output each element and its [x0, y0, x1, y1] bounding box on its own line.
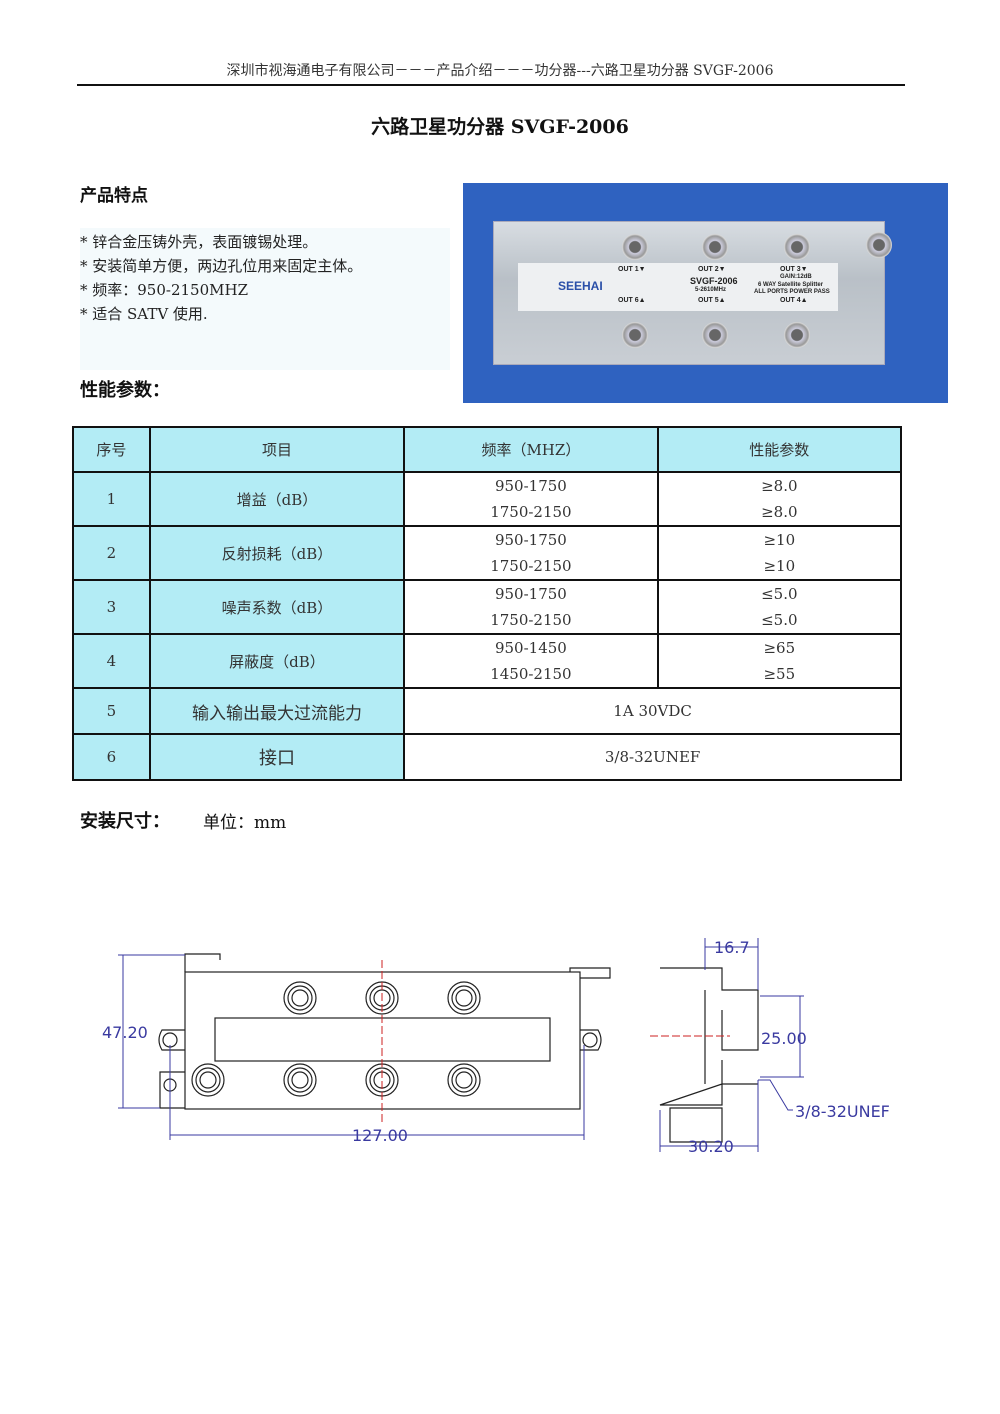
dim-width: 127.00	[352, 1126, 408, 1145]
cell-no: 3	[72, 579, 151, 635]
table-row: 6 接口 3/8-32UNEF	[72, 733, 902, 781]
page-title: 六路卫星功分器 SVGF-2006	[371, 116, 629, 138]
column-header: 频率（MHZ）	[403, 426, 659, 473]
cell-value: ≥10≥10	[656, 525, 903, 581]
port-label: OUT 4▲	[780, 297, 808, 304]
cell-item: 反射损耗（dB）	[148, 525, 406, 581]
connector-port	[455, 1071, 473, 1089]
brand-label: SEEHAI	[558, 279, 603, 293]
cell-value: ≤5.0≤5.0	[656, 579, 903, 635]
header-divider	[77, 84, 905, 86]
desc-label: ALL PORTS POWER PASS	[754, 289, 830, 295]
page-header-breadcrumb: 深圳市视海通电子有限公司－－－产品介绍－－－功分器---六路卫星功分器 SVGF…	[226, 63, 774, 79]
port-label: OUT 5▲	[698, 297, 726, 304]
cell-no: 1	[72, 471, 151, 527]
cell-no: 2	[72, 525, 151, 581]
features-box	[80, 228, 450, 370]
cell-item: 噪声系数（dB）	[148, 579, 406, 635]
connector-port	[199, 1071, 217, 1089]
port-label: OUT 6▲	[618, 297, 646, 304]
dim-connector: 3/8-32UNEF	[795, 1102, 890, 1121]
cell-item: 屏蔽度（dB）	[148, 633, 406, 689]
gain-label: GAIN:12dB	[780, 274, 812, 280]
dim-depth-top: 16.7	[714, 938, 750, 957]
port-label: OUT 3▼	[780, 266, 808, 273]
cell-no: 6	[72, 733, 151, 781]
cell-no: 5	[72, 687, 151, 735]
unit-label: 单位：mm	[203, 813, 287, 833]
cell-item: 增益（dB）	[148, 471, 406, 527]
features-heading: 产品特点	[80, 186, 148, 206]
cell-merged: 1A 30VDC	[403, 687, 902, 735]
cell-no: 4	[72, 633, 151, 689]
connector-port	[291, 1071, 309, 1089]
port-label: OUT 1▼	[618, 266, 646, 273]
cell-value: ≥65≥55	[656, 633, 903, 689]
freq-label: 5-2610MHz	[695, 287, 727, 293]
column-header: 序号	[72, 426, 151, 473]
connector-port	[283, 1063, 317, 1097]
connector-port	[287, 985, 313, 1011]
connector-port	[291, 989, 309, 1007]
specs-heading: 性能参数：	[80, 380, 170, 401]
feature-item: * 锌合金压铸外壳，表面镀锡处理。	[80, 233, 318, 251]
connector-port	[451, 985, 477, 1011]
connector-port	[195, 1067, 221, 1093]
desc-label: 6 WAY Satellite Splitter	[758, 282, 824, 288]
cell-item: 接口	[148, 733, 406, 781]
feature-item: * 安装简单方便，两边孔位用来固定主体。	[80, 257, 363, 275]
dim-height: 47.20	[102, 1023, 148, 1042]
column-header: 项目	[148, 426, 406, 473]
cell-item: 输入输出最大过流能力	[148, 687, 406, 735]
dim-depth: 30.20	[688, 1137, 734, 1156]
dimension-drawing: 47.20 127.00 16.7 25.00 3/8-32UNEF 30.20	[102, 938, 890, 1156]
connector-port	[191, 1063, 225, 1097]
model-label: SVGF-2006	[690, 276, 738, 286]
connector-port	[283, 981, 317, 1015]
cell-merged: 3/8-32UNEF	[403, 733, 902, 781]
cell-value: ≥8.0≥8.0	[656, 471, 903, 527]
connector-port	[447, 981, 481, 1015]
connector-port	[287, 1067, 313, 1093]
product-photo: SEEHAI OUT 1▼ OUT 2▼ OUT 3▼ SVGF-2006 5-…	[463, 183, 948, 403]
connector-port	[365, 1063, 399, 1097]
port-label: OUT 2▼	[698, 266, 726, 273]
connector-port	[451, 1067, 477, 1093]
dim-spacing: 25.00	[761, 1029, 807, 1048]
install-heading: 安装尺寸：	[80, 811, 170, 832]
connector-port	[447, 1063, 481, 1097]
feature-item: * 频率：950-2150MHZ	[80, 281, 249, 299]
column-header: 性能参数	[656, 426, 903, 473]
connector-port	[455, 989, 473, 1007]
table-row: 5 输入输出最大过流能力 1A 30VDC	[72, 687, 902, 735]
feature-item: * 适合 SATV 使用.	[80, 305, 208, 323]
